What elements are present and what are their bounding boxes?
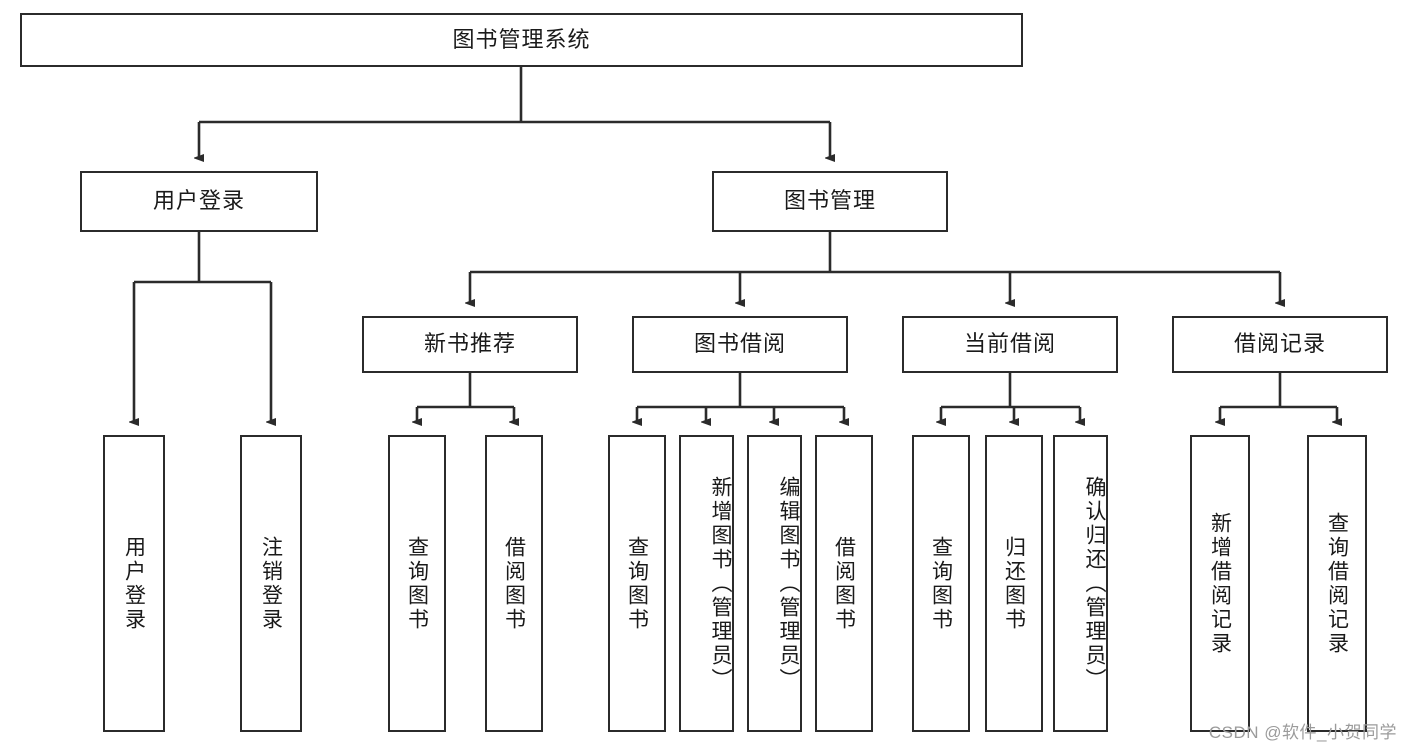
- node-leaf-user-logout[interactable]: 注销登录: [240, 435, 302, 732]
- node-book-borrow[interactable]: 图书借阅: [632, 316, 848, 373]
- node-leaf-user-logout-label: 注销登录: [259, 535, 283, 632]
- node-leaf-add-record-label: 新增借阅记录: [1208, 511, 1232, 656]
- node-new-book-rec-label: 新书推荐: [423, 331, 516, 357]
- node-user-login-label: 用户登录: [152, 188, 245, 214]
- node-leaf-query-record-label: 查询借阅记录: [1325, 511, 1349, 656]
- node-new-book-rec[interactable]: 新书推荐: [362, 316, 578, 373]
- node-current-borrow[interactable]: 当前借阅: [902, 316, 1118, 373]
- node-leaf-borrow-book-1-label: 借阅图书: [502, 535, 526, 632]
- node-leaf-edit-book[interactable]: 编辑图书（管理员）: [747, 435, 802, 732]
- node-current-borrow-label: 当前借阅: [963, 331, 1056, 357]
- node-leaf-query-book-1-label: 查询图书: [405, 535, 429, 632]
- node-leaf-query-record[interactable]: 查询借阅记录: [1307, 435, 1367, 732]
- node-leaf-borrow-book-2-label: 借阅图书: [832, 535, 856, 632]
- node-leaf-query-book-3[interactable]: 查询图书: [912, 435, 970, 732]
- node-leaf-edit-book-label: 编辑图书（管理员）: [777, 475, 800, 692]
- node-root[interactable]: 图书管理系统: [20, 13, 1023, 67]
- node-borrow-record-label: 借阅记录: [1233, 331, 1326, 357]
- node-leaf-query-book-2-label: 查询图书: [625, 535, 649, 632]
- node-root-label: 图书管理系统: [452, 26, 591, 52]
- node-leaf-add-record[interactable]: 新增借阅记录: [1190, 435, 1250, 732]
- node-leaf-return-book-label: 归还图书: [1002, 535, 1026, 632]
- node-leaf-add-book-label: 新增图书（管理员）: [709, 475, 732, 692]
- node-leaf-query-book-1[interactable]: 查询图书: [388, 435, 446, 732]
- node-leaf-user-login[interactable]: 用户登录: [103, 435, 165, 732]
- node-leaf-query-book-2[interactable]: 查询图书: [608, 435, 666, 732]
- node-borrow-record[interactable]: 借阅记录: [1172, 316, 1388, 373]
- watermark-text: CSDN @软件_小贺同学: [1208, 723, 1397, 742]
- node-book-manage-label: 图书管理: [783, 188, 876, 214]
- node-leaf-return-book[interactable]: 归还图书: [985, 435, 1043, 732]
- node-leaf-borrow-book-1[interactable]: 借阅图书: [485, 435, 543, 732]
- node-book-manage[interactable]: 图书管理: [712, 171, 948, 232]
- node-book-borrow-label: 图书借阅: [693, 331, 786, 357]
- node-leaf-add-book[interactable]: 新增图书（管理员）: [679, 435, 734, 732]
- node-user-login[interactable]: 用户登录: [80, 171, 318, 232]
- node-leaf-user-login-label: 用户登录: [122, 535, 146, 632]
- node-leaf-borrow-book-2[interactable]: 借阅图书: [815, 435, 873, 732]
- node-leaf-confirm-return-label: 确认归还（管理员）: [1083, 475, 1106, 692]
- node-leaf-query-book-3-label: 查询图书: [929, 535, 953, 632]
- node-leaf-confirm-return[interactable]: 确认归还（管理员）: [1053, 435, 1108, 732]
